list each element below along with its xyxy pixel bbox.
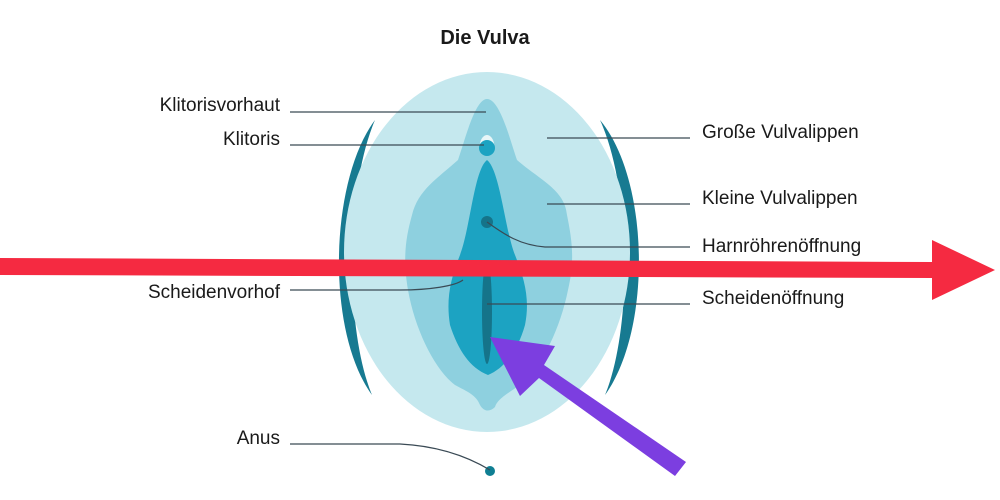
purple-arrow [490,337,686,476]
label-kleine-vulvalippen: Kleine Vulvalippen [702,188,858,209]
label-klitoris: Klitoris [223,129,280,150]
label-anus: Anus [237,428,280,449]
label-scheidenoeffnung: Scheidenöffnung [702,288,844,309]
leader-lines [290,111,690,471]
label-grosse-vulvalippen: Große Vulvalippen [702,122,859,143]
red-arrow [0,240,995,300]
label-scheidenvorhof: Scheidenvorhof [148,282,281,303]
outer-rim [338,120,639,395]
diagram-title: Die Vulva [440,27,530,49]
clitoris [479,140,495,156]
vaginal-opening [482,260,492,364]
label-harnroehrenoeffnung: Harnröhrenöffnung [702,236,861,257]
label-klitorisvorhaut: Klitorisvorhaut [160,95,281,116]
